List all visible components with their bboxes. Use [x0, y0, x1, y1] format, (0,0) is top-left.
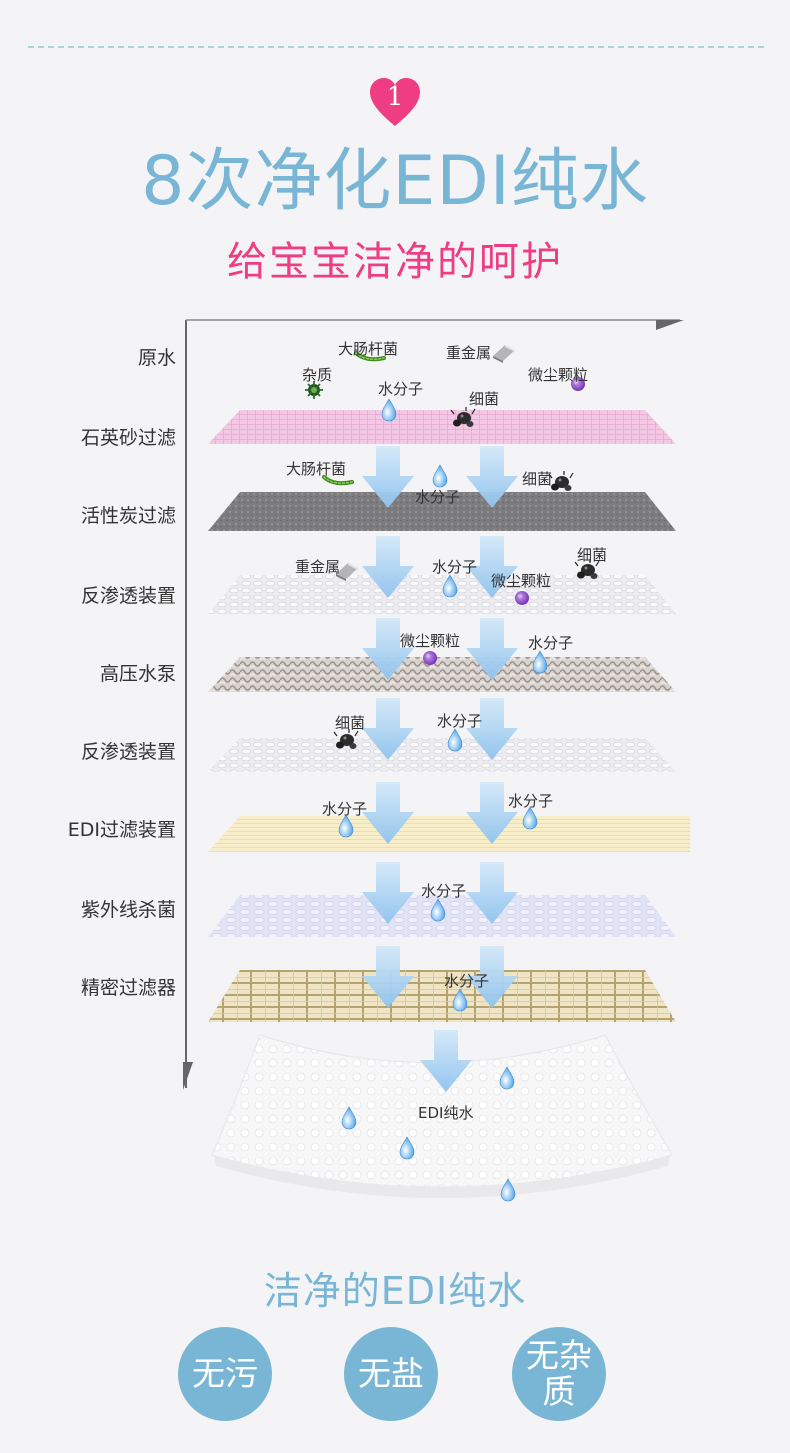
tag-bacteria: 细菌: [577, 546, 608, 564]
stage-label-high-pressure-pump: 高压水泵: [99, 663, 176, 685]
tag-water-molecule: 水分子: [432, 558, 478, 576]
tag-water-molecule: 水分子: [378, 380, 424, 398]
badge-no-pollution: 无污: [178, 1327, 272, 1421]
tag-bacteria: 细菌: [469, 390, 500, 408]
tag-water-molecule: 水分子: [444, 972, 490, 990]
stage-label-uv-sterilization: 紫外线杀菌: [80, 899, 176, 921]
tag-heavy-metal: 重金属: [295, 558, 341, 576]
page-title: 8次净化EDI纯水: [141, 142, 649, 221]
stage-label-edi-filter: EDI过滤装置: [67, 819, 176, 841]
tag-bacteria: 细菌: [522, 470, 553, 488]
tag-dust: 微尘颗粒: [400, 632, 461, 650]
layers-illustration: [183, 319, 690, 1202]
tag-dust: 微尘颗粒: [528, 366, 589, 384]
top-dashed-divider: [28, 46, 764, 48]
stage-label-reverse-osmosis-1: 反渗透装置: [80, 585, 176, 607]
tag-impurity: 杂质: [302, 366, 333, 384]
tag-water-molecule: 水分子: [421, 882, 467, 900]
tag-water-molecule: 水分子: [528, 634, 574, 652]
stage-label-activated-carbon: 活性炭过滤: [80, 505, 176, 527]
purification-diagram: 原水 石英砂过滤 活性炭过滤 反渗透装置 高压水泵 反渗透装置 EDI过滤装置 …: [0, 300, 790, 1230]
stage-label-raw-water: 原水: [137, 347, 176, 369]
tag-ecoli: 大肠杆菌: [338, 340, 399, 358]
badge-no-salt: 无盐: [344, 1327, 438, 1421]
badge-no-impurity: 无杂质: [512, 1327, 606, 1421]
tag-water-molecule: 水分子: [415, 488, 461, 506]
tag-water-molecule: 水分子: [322, 800, 368, 818]
heart-number-icon: [370, 78, 420, 126]
stage-label-quartz-sand: 石英砂过滤: [80, 427, 176, 449]
tag-ecoli: 大肠杆菌: [286, 460, 347, 478]
page-subtitle: 给宝宝洁净的呵护: [227, 239, 563, 285]
stage-label-precision-filter: 精密过滤器: [80, 977, 176, 999]
final-output-label: EDI纯水: [418, 1104, 474, 1122]
step-number: 1: [386, 82, 404, 112]
tag-water-molecule: 水分子: [508, 792, 554, 810]
tag-heavy-metal: 重金属: [446, 344, 492, 362]
tag-bacteria: 细菌: [335, 714, 366, 732]
bottom-title: 洁净的EDI纯水: [263, 1269, 527, 1313]
tag-water-molecule: 水分子: [437, 712, 483, 730]
stage-label-reverse-osmosis-2: 反渗透装置: [80, 741, 176, 763]
tag-dust: 微尘颗粒: [491, 572, 552, 590]
